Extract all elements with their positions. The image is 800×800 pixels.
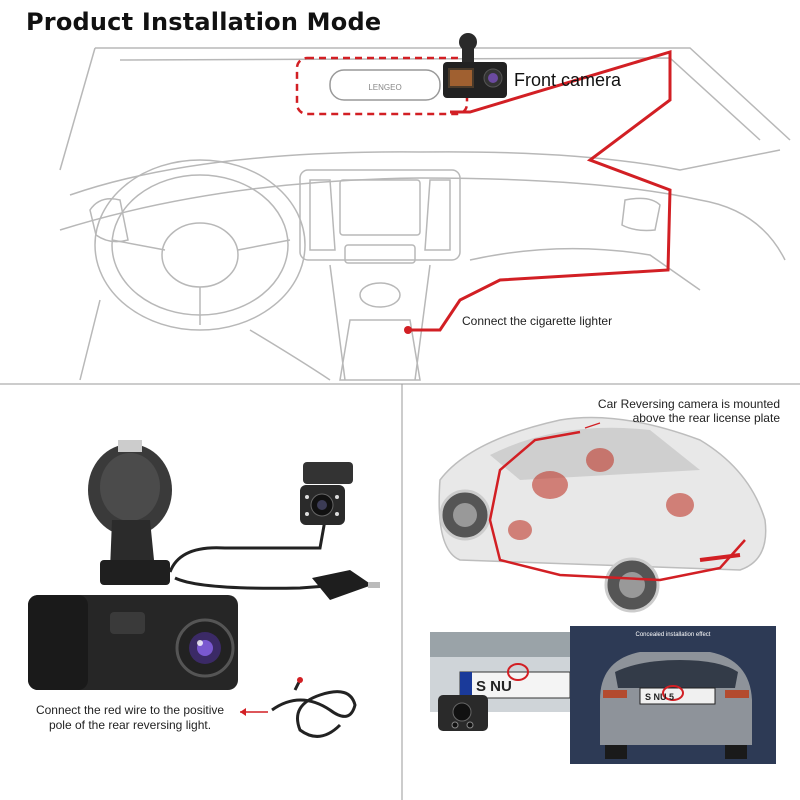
red-wire-label-line2: pole of the rear reversing light. [48,718,212,732]
rear-wire-route [488,430,746,582]
concealed-caption: Concealed installation effect [636,632,711,638]
rear-camera-label: Car Reversing camera is mounted above th… [598,397,780,425]
lighter-dot [404,326,412,334]
cigarette-lighter-label: Connect the cigarette lighter [462,314,613,328]
rear-car-photo: S NU 5 Concealed installation effect [570,626,776,764]
plate-text-2: S NU 5 [645,692,674,702]
rear-camera-label-line1: Car Reversing camera is mounted [597,397,780,411]
front-camera-image [443,33,507,98]
red-wire-label: Connect the red wire to the positive pol… [14,703,246,733]
red-wire-label-line1: Connect the red wire to the positive [35,703,225,717]
rear-camera-label-line2: above the rear license plate [632,411,780,425]
sedan-xray-image [438,416,767,613]
mirror-brand-text: LENGEO [368,83,401,92]
dashcam-kit-image [28,440,380,738]
plate-text-1: S NU [476,678,512,695]
front-wire-route [410,49,672,332]
front-camera-label: Front camera [514,70,622,90]
license-plate-closeup: S NU [430,632,580,731]
page-title: Product Installation Mode [26,8,382,36]
